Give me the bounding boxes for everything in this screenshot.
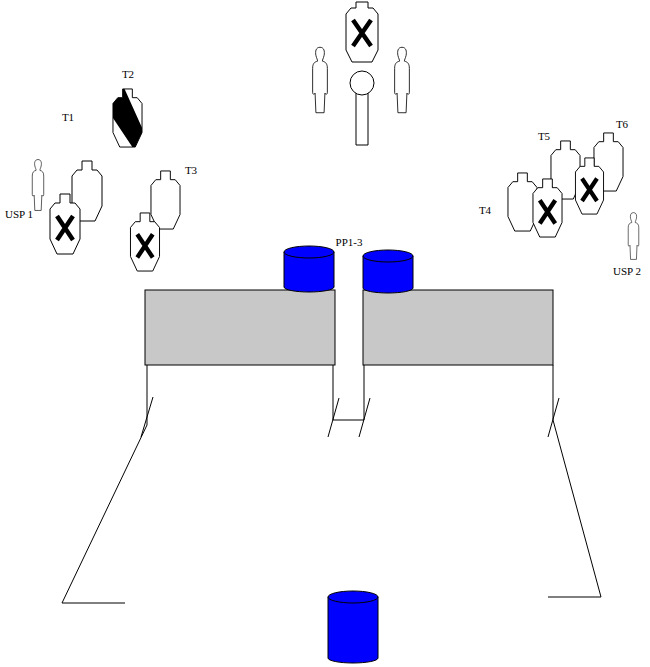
barrel [363, 250, 413, 293]
target-label: USP 1 [5, 208, 33, 220]
barrel [284, 246, 334, 292]
wall [363, 290, 553, 365]
target-label: T2 [122, 68, 134, 80]
target-label: USP 2 [613, 265, 641, 277]
no-shoot-target [32, 160, 43, 211]
no-shoot-target [395, 47, 410, 112]
target-label: T4 [479, 204, 491, 216]
target-label: T1 [62, 111, 74, 123]
no-shoot-target [628, 213, 639, 260]
paper-target [50, 194, 80, 254]
paper-target [113, 89, 142, 147]
no-shoot-target [313, 47, 328, 112]
paper-target [151, 171, 180, 229]
target-label: T5 [538, 130, 550, 142]
target-label: T3 [185, 164, 197, 176]
barrel [328, 591, 378, 663]
paper-target [575, 158, 603, 214]
popper-target [346, 2, 378, 145]
paper-target [533, 179, 562, 237]
fault-line [62, 365, 601, 603]
target-label: T6 [616, 118, 628, 130]
target-label: PP1-3 [336, 236, 363, 248]
wall [145, 290, 335, 365]
paper-target [130, 213, 159, 271]
